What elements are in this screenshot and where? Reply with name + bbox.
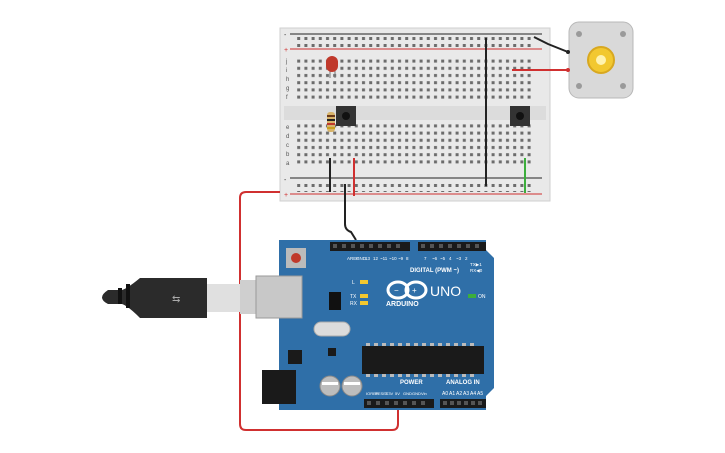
rx-led-label: RX (350, 301, 358, 307)
on-led (468, 294, 476, 298)
pin-label-5: ~5 (440, 256, 446, 261)
capacitor (341, 375, 363, 397)
pin-label-13: 13 (365, 256, 371, 261)
pin-label-a4: A4 (470, 391, 476, 397)
pin-label-reset: RESET (375, 391, 389, 396)
red-led[interactable] (326, 56, 338, 78)
pushbutton-right[interactable] (510, 106, 530, 126)
pin-label-gnd: GND (356, 256, 367, 261)
row-letter: j (285, 59, 287, 65)
usb-icon: ⇆ (172, 294, 180, 305)
pin-label-11: ~11 (380, 256, 388, 261)
power-header-label: POWER (400, 380, 423, 386)
ground-wire (344, 184, 357, 241)
pin-label-0: RX◀0 (470, 268, 483, 273)
pin-label-3v3: 3.3V (385, 391, 394, 396)
power-wire-5v (239, 191, 399, 431)
tx-led (360, 294, 368, 298)
breadboard: - + - + j i h g f e d c b a (279, 27, 551, 202)
pin-label-gnd1: GND (403, 391, 412, 396)
pin-label-6: ~6 (432, 256, 438, 261)
pin-label-9: ~9 (398, 256, 404, 261)
pin-label-vin: Vin (421, 391, 427, 396)
arduino-model: UNO (430, 283, 461, 299)
pin-label-5v: 5V (395, 391, 400, 396)
resistor[interactable] (327, 112, 335, 132)
row-letter: g (286, 86, 289, 92)
pin-label-a3: A3 (463, 391, 469, 397)
l-led-label: L (352, 280, 355, 286)
digital-header-label: DIGITAL (PWM ~) (410, 268, 459, 274)
pin-label-a1: A1 (449, 391, 455, 397)
pin-label-2: 2 (465, 256, 468, 261)
capacitor (319, 375, 341, 397)
row-letter: b (286, 152, 290, 158)
l-led (360, 280, 368, 284)
rail-plus-label-bottom: + (284, 192, 288, 199)
arduino-brand: ARDUINO (386, 301, 419, 308)
power-jack (262, 370, 296, 404)
pin-label-aref: AREF (347, 256, 359, 261)
rail-minus-label-bottom: - (284, 177, 287, 184)
pin-label-gnd2: GND (412, 391, 421, 396)
arduino-uno-board[interactable]: AREF GND 13 12 ~11 ~10 ~9 8 7 ~6 ~5 4 ~3… (255, 240, 494, 410)
jumper-wires (329, 38, 526, 196)
pin-label-a5: A5 (477, 391, 483, 397)
rail-minus-label: - (284, 32, 287, 39)
analog-header-label: ANALOG IN (446, 380, 480, 386)
tx-led-label: TX (350, 294, 357, 300)
pin-label-ioref: IOREF (366, 391, 379, 396)
on-led-label: ON (478, 294, 486, 300)
rail-plus-label: + (284, 47, 288, 54)
pin-label-3: ~3 (456, 256, 462, 261)
svg-text:+: + (412, 286, 417, 295)
pin-label-4: 4 (449, 256, 452, 261)
row-letter: d (286, 134, 289, 140)
pushbutton-left[interactable] (336, 106, 356, 126)
pin-label-12: 12 (373, 256, 379, 261)
row-letter: f (286, 95, 288, 101)
icsp-header (329, 292, 341, 310)
pin-label-1: TX▶1 (470, 262, 482, 267)
pin-label-a2: A2 (456, 391, 462, 397)
row-letter: a (286, 161, 290, 167)
usb-port (255, 275, 303, 319)
pin-label-7: 7 (424, 256, 427, 261)
svg-text:−: − (394, 286, 399, 295)
rx-led (360, 301, 368, 305)
usb-cable: ⇆ (102, 278, 258, 318)
motor-wire-black (533, 36, 569, 53)
arduino-infinity-logo: − + (386, 280, 428, 300)
atmega-chip (362, 343, 484, 377)
pin-label-10: ~10 (389, 256, 397, 261)
crystal-oscillator (313, 321, 351, 337)
row-letter: c (286, 143, 289, 149)
row-letter: i (286, 68, 287, 74)
row-letter: h (286, 77, 289, 83)
voltage-regulator (288, 350, 302, 364)
pin-label-8: 8 (406, 256, 409, 261)
pin-label-a0: A0 (442, 391, 448, 397)
row-letter: e (286, 125, 290, 131)
dc-motor[interactable] (568, 21, 634, 99)
